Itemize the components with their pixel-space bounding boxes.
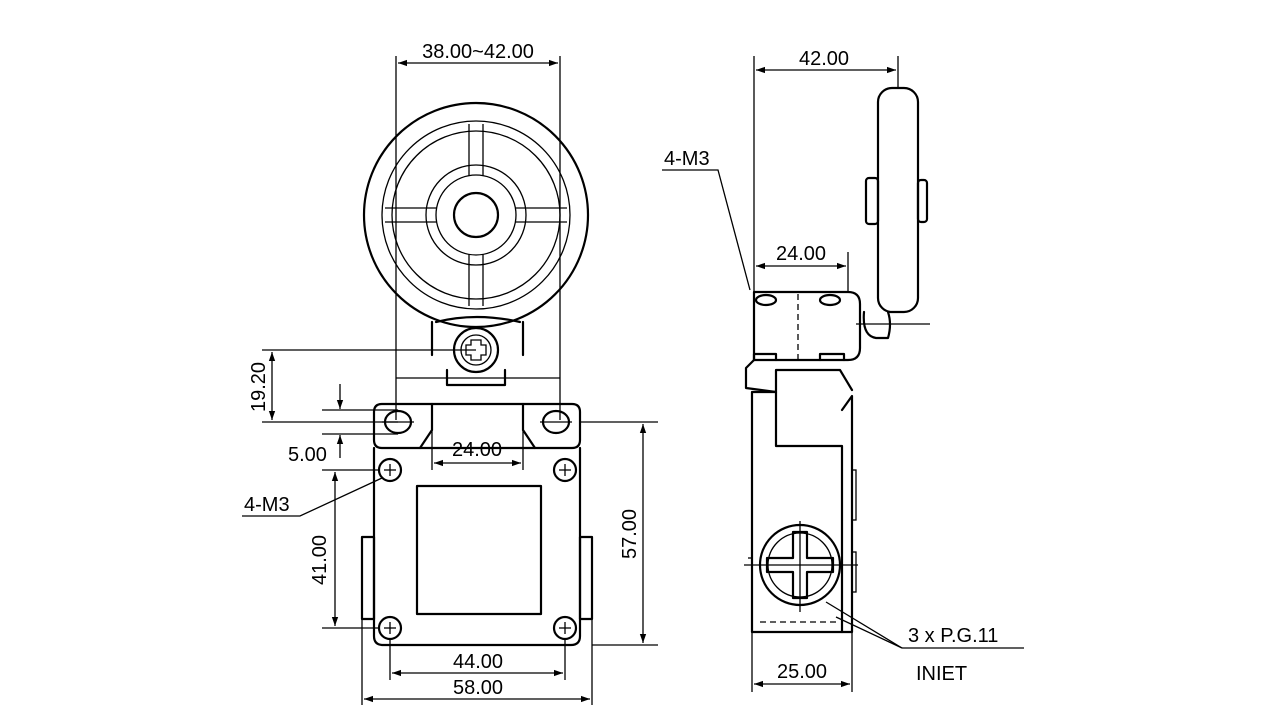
- callout-screw-front: 4-M3: [244, 494, 290, 516]
- dim-body-depth: 25.00: [777, 661, 827, 683]
- side-view: 42.00 4-M3 24.00 3 x P.G.11 INIET 25.00: [662, 48, 1024, 692]
- dim-lever-width: 38.00~42.00: [422, 41, 534, 63]
- dim-lever-height: 19.20: [248, 362, 270, 412]
- dim-inner-height: 41.00: [309, 535, 331, 585]
- dim-hole-spacing: 24.00: [452, 439, 502, 461]
- switch-body: [360, 446, 594, 647]
- lever-arm: [430, 315, 525, 387]
- side-head: [744, 290, 862, 394]
- label-inlet: INIET: [916, 663, 967, 685]
- dim-body-width: 58.00: [453, 677, 503, 699]
- front-view: 38.00~42.00 19.20 5.00 24.00 4-M3 41.00 …: [242, 41, 658, 705]
- side-body: [744, 390, 858, 634]
- dim-mount-offset: 5.00: [288, 444, 327, 466]
- dim-head-width: 24.00: [776, 243, 826, 265]
- roller-side: [856, 86, 930, 340]
- callout-conduit: 3 x P.G.11: [908, 625, 998, 647]
- callout-screw-side: 4-M3: [664, 148, 710, 170]
- dim-hole-width: 44.00: [453, 651, 503, 673]
- roller-wheel: [362, 101, 590, 329]
- dim-lever-depth: 42.00: [799, 48, 849, 70]
- dim-total-height: 57.00: [619, 509, 641, 559]
